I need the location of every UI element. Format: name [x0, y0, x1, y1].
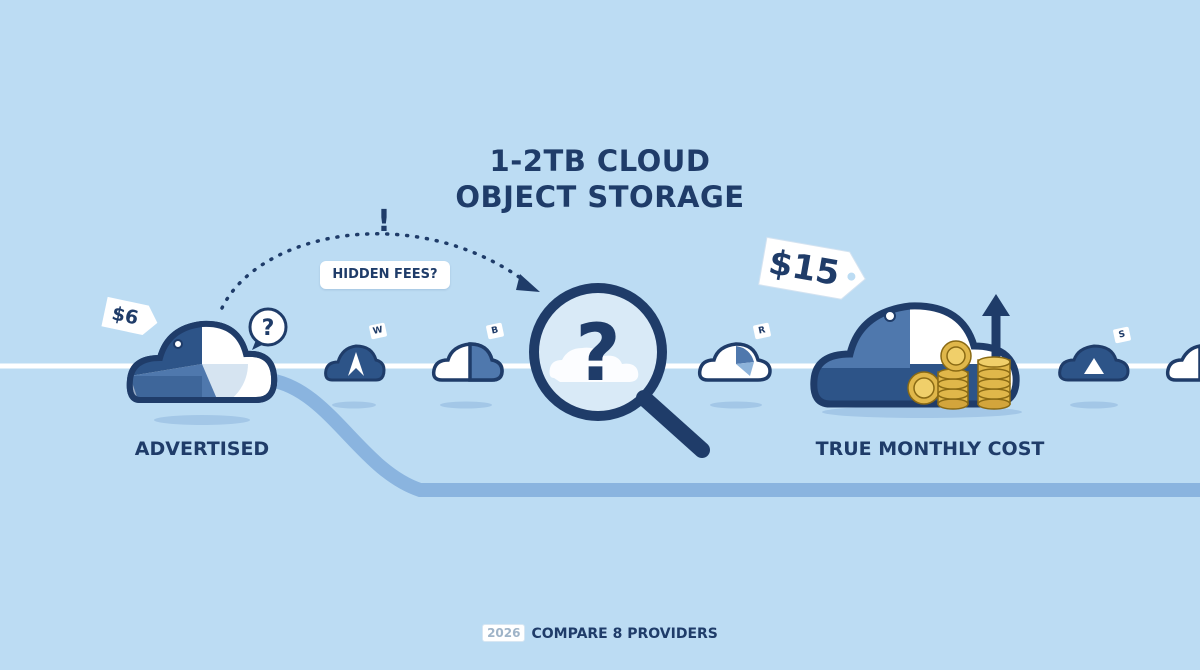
- price-tag-icon: [758, 236, 866, 300]
- provider-cloud-s-icon: [1058, 344, 1130, 382]
- true-cost-label: TRUE MONTHLY COST: [815, 438, 1045, 460]
- advertised-price-tag: $6: [97, 292, 164, 342]
- hidden-fees-label: HIDDEN FEES?: [320, 261, 450, 289]
- provider-cloud-w-icon: [324, 344, 386, 382]
- year-badge: 2026: [482, 624, 526, 642]
- price-tag-icon: [101, 296, 158, 335]
- cost-track: [263, 373, 1200, 497]
- headline-line-2: OBJECT STORAGE: [455, 180, 745, 214]
- question-glyph: ?: [262, 316, 275, 341]
- advertised-label: ADVERTISED: [134, 438, 270, 460]
- up-arrow-icon: [982, 294, 1010, 362]
- question-bubble-icon: ?: [248, 307, 288, 350]
- headline-line-1: 1-2TB CLOUD: [489, 144, 711, 178]
- provider-cloud-partial-icon: [1165, 344, 1200, 382]
- true-cost-price-tag: $15: [754, 231, 875, 310]
- advertised-cloud-icon: [126, 320, 278, 403]
- footer: 2026 COMPARE 8 PROVIDERS: [0, 624, 1200, 642]
- provider-cloud-b-icon: [431, 342, 504, 382]
- question-icon: ?: [575, 309, 620, 399]
- dotted-arc: [220, 232, 532, 310]
- coins-icon: [907, 340, 1011, 410]
- arc-arrowhead: [516, 274, 540, 292]
- provider-cloud-r-icon: [697, 342, 772, 382]
- alert-icon: !: [377, 204, 391, 239]
- magnifier-icon: ?: [529, 283, 710, 458]
- footer-text: COMPARE 8 PROVIDERS: [531, 626, 718, 642]
